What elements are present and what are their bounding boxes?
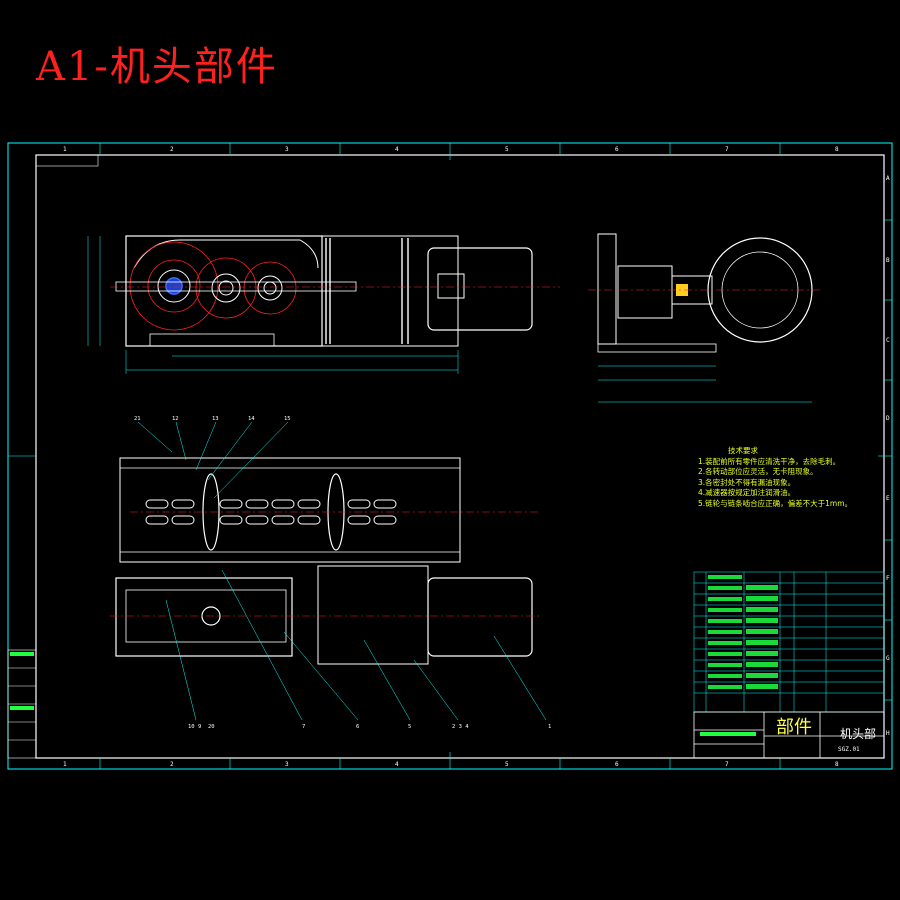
grid-numbers-bottom: 1 2 3 4 5 6 7 8	[63, 761, 839, 768]
note-item: 1.装配前所有零件应清洗干净，去除毛刺。	[698, 456, 841, 466]
grid-num-bottom: 5	[505, 761, 509, 768]
grid-num-top: 5	[505, 146, 509, 153]
side-view	[588, 233, 820, 403]
side-hub-yellow	[676, 284, 688, 296]
grid-letter-right: H	[886, 730, 890, 737]
border-grid-ticks	[8, 143, 892, 769]
technical-notes: 技术要求 1.装配前所有零件应清洗干净，去除毛刺。 2.各转动部位应灵活，无卡阻…	[698, 446, 852, 509]
chain-links	[145, 499, 397, 525]
motor-body	[427, 247, 533, 331]
grid-num-top: 3	[285, 146, 289, 153]
note-item: 2.各转动部位应灵活，无卡阻现象。	[698, 467, 818, 476]
note-item: 3.各密封处不得有漏油现象。	[698, 477, 796, 487]
grid-letter-right: B	[886, 257, 890, 264]
motor-terminal-box	[437, 273, 465, 299]
grid-num-top: 8	[835, 146, 839, 153]
grid-num-top: 7	[725, 146, 729, 153]
bom-hatch-fills	[708, 575, 778, 689]
grid-num-bottom: 6	[615, 761, 619, 768]
grid-letter-right: C	[886, 337, 890, 344]
part-callout: 7	[302, 724, 305, 730]
title-block	[693, 711, 885, 759]
grid-num-bottom: 7	[725, 761, 729, 768]
part-callout: 12	[172, 416, 179, 422]
input-shaft-hub	[165, 277, 183, 295]
notes-heading: 技术要求	[728, 446, 758, 455]
part-callout: 2 3 4	[452, 724, 469, 730]
part-callout: 10	[188, 724, 195, 730]
coupling-frame	[321, 235, 459, 347]
grid-num-bottom: 2	[170, 761, 174, 768]
main-shaft	[115, 281, 357, 292]
plan-view	[110, 457, 540, 665]
part-callout: 5	[408, 724, 411, 730]
gear-train	[129, 241, 297, 331]
grid-num-bottom: 1	[63, 761, 67, 768]
sheet-inner-frame	[35, 154, 885, 759]
part-callout: 13	[212, 416, 219, 422]
grid-num-top: 2	[170, 146, 174, 153]
grid-letter-right: A	[886, 175, 890, 182]
front-view-dimensions	[87, 236, 459, 374]
title-block-name: 机头部	[840, 727, 877, 741]
part-callout: 20	[208, 724, 215, 730]
grid-num-bottom: 8	[835, 761, 839, 768]
part-callout: 6	[356, 724, 359, 730]
leader-lines-bottom	[165, 569, 547, 721]
part-callout: 15	[284, 416, 291, 422]
title-block-drawing-no: SGZ.01	[838, 746, 860, 753]
part-callout: 21	[134, 416, 141, 422]
side-base	[597, 343, 717, 353]
grid-letter-right: D	[886, 415, 890, 422]
grid-num-top: 1	[63, 146, 67, 153]
side-frame-plate	[597, 233, 617, 345]
title-block-type: 部件	[776, 717, 812, 738]
grid-num-bottom: 4	[395, 761, 399, 768]
reducer-top-cover	[133, 239, 319, 269]
grid-letters-right: A B C D E F G H	[886, 175, 890, 737]
grid-letter-right: E	[886, 495, 890, 502]
leader-lines-top	[137, 421, 289, 499]
reducer-base	[149, 333, 275, 347]
grid-numbers-top: 1 2 3 4 5 6 7 8	[63, 146, 839, 153]
side-coupling	[617, 265, 673, 319]
revision-table	[7, 649, 37, 759]
side-view-dimensions	[598, 365, 812, 403]
grid-letter-right: F	[886, 575, 890, 582]
part-callout: 1	[548, 724, 551, 730]
title-block-hatch	[700, 732, 756, 736]
note-item: 5.链轮与链条啮合应正确，偏差不大于1mm。	[698, 498, 853, 508]
grid-num-top: 4	[395, 146, 399, 153]
plan-reducer	[115, 577, 293, 657]
part-callout: 9	[198, 724, 201, 730]
drawing-code-box	[35, 154, 99, 167]
grid-num-top: 6	[615, 146, 619, 153]
front-view	[87, 235, 560, 374]
plan-coupling-frame	[317, 565, 429, 665]
grid-letter-right: G	[886, 655, 890, 662]
chain-trough-frame	[119, 457, 461, 563]
plan-motor	[427, 577, 533, 657]
coupling-bolts	[325, 238, 409, 344]
sheet-title: A1-机头部件	[36, 44, 278, 90]
part-callout: 14	[248, 416, 255, 422]
note-item: 4.减速器按规定加注润滑油。	[698, 488, 796, 497]
grid-num-bottom: 3	[285, 761, 289, 768]
